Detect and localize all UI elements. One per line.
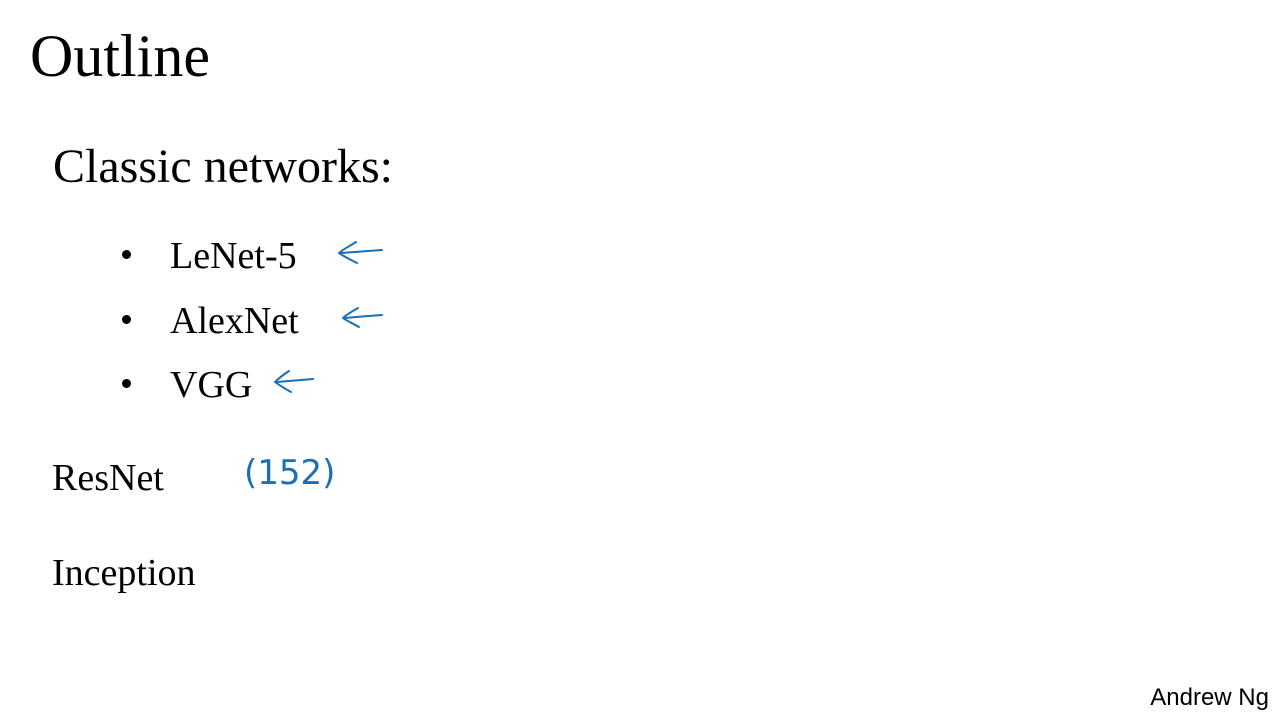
handwritten-note: (152) xyxy=(244,453,335,493)
slide-title: Outline xyxy=(30,23,210,89)
bullet-label: AlexNet xyxy=(170,300,299,342)
bullet-item-vgg: VGG xyxy=(0,365,700,413)
left-arrow-icon xyxy=(342,307,383,328)
section-heading: Classic networks: xyxy=(53,140,393,193)
bullet-item-alexnet: AlexNet xyxy=(0,301,700,349)
handwritten-annotation: (152) xyxy=(244,453,335,493)
bullet-label: VGG xyxy=(170,364,253,406)
item-inception: Inception xyxy=(52,552,196,594)
bullet-dot xyxy=(122,379,131,388)
author-attribution: Andrew Ng xyxy=(1150,684,1269,711)
left-arrow-icon xyxy=(274,370,314,393)
bullet-item-lenet: LeNet-5 xyxy=(0,236,700,284)
bullet-label: LeNet-5 xyxy=(170,235,297,277)
item-resnet: ResNet xyxy=(52,457,164,499)
bullet-dot xyxy=(122,315,131,324)
bullet-dot xyxy=(122,250,131,259)
left-arrow-icon xyxy=(338,241,383,264)
